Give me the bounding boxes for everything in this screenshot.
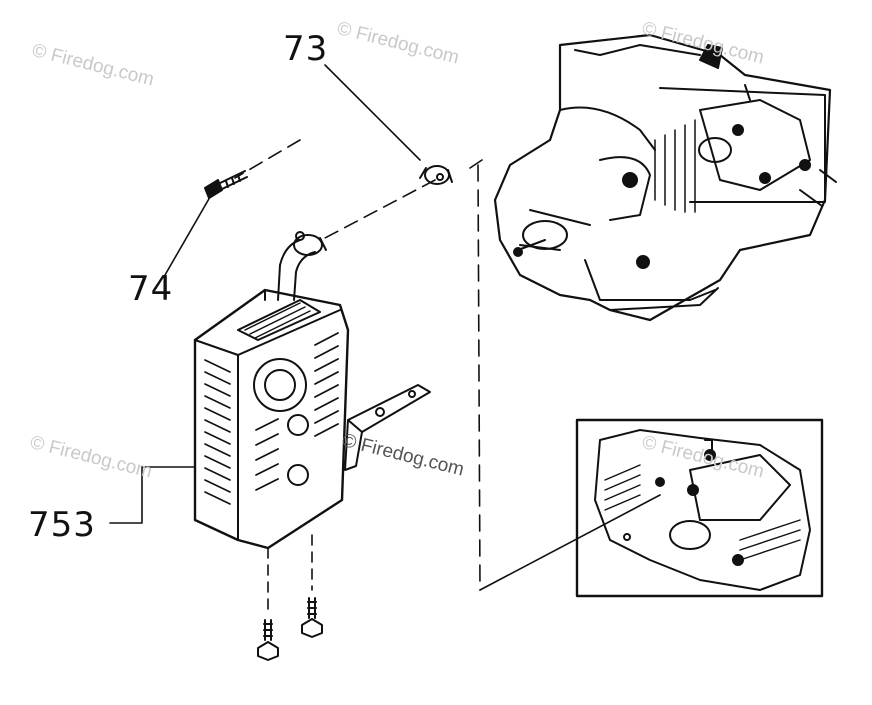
engine-block xyxy=(493,33,837,322)
callout-753: 753 xyxy=(28,505,96,545)
leader-line-73 xyxy=(324,64,421,161)
muffler-part-753 xyxy=(193,288,350,550)
gasket-part-73 xyxy=(419,165,453,185)
muffler-side-louvers xyxy=(204,359,231,505)
dashed-line-pipe xyxy=(324,179,436,239)
callout-73: 73 xyxy=(283,29,329,69)
muffler-bolt-left xyxy=(257,619,279,661)
dashed-line-vertical xyxy=(477,164,481,591)
leader-line-753 xyxy=(109,466,196,524)
muffler-top-louvers xyxy=(244,302,311,339)
exhaust-pipe xyxy=(277,231,327,301)
dashed-line-bolt xyxy=(234,139,301,179)
mounting-bracket xyxy=(344,384,431,471)
callout-74: 74 xyxy=(128,269,174,309)
dashed-line-pipe-end xyxy=(469,159,483,169)
bolt-part-74 xyxy=(204,170,248,199)
detail-inset xyxy=(575,418,824,598)
assembly-lines xyxy=(109,64,661,611)
cylinder-fins xyxy=(654,119,696,213)
muffler-front-louvers xyxy=(255,332,339,491)
muffler-bolt-right xyxy=(301,597,323,638)
leader-line-74 xyxy=(164,196,211,276)
detail-leader-line xyxy=(479,494,661,591)
